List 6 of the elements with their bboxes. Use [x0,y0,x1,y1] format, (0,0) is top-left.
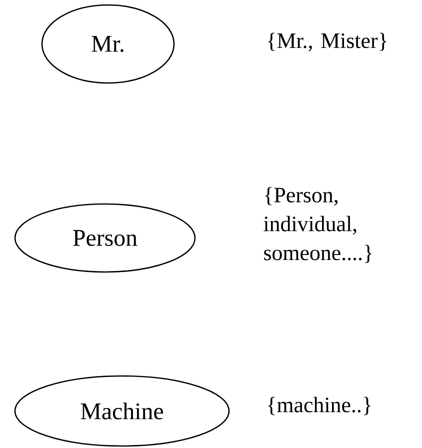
ellipse-node: Mr. [41,4,175,84]
synonym-label: {Person, individual, someone....} [264,187,372,263]
ellipse-node: Machine [14,375,230,447]
ellipse-node: Person [14,203,196,273]
synonym-label: {machine..} [268,396,370,416]
synonym-label: {Mr., Mister} [268,32,386,52]
